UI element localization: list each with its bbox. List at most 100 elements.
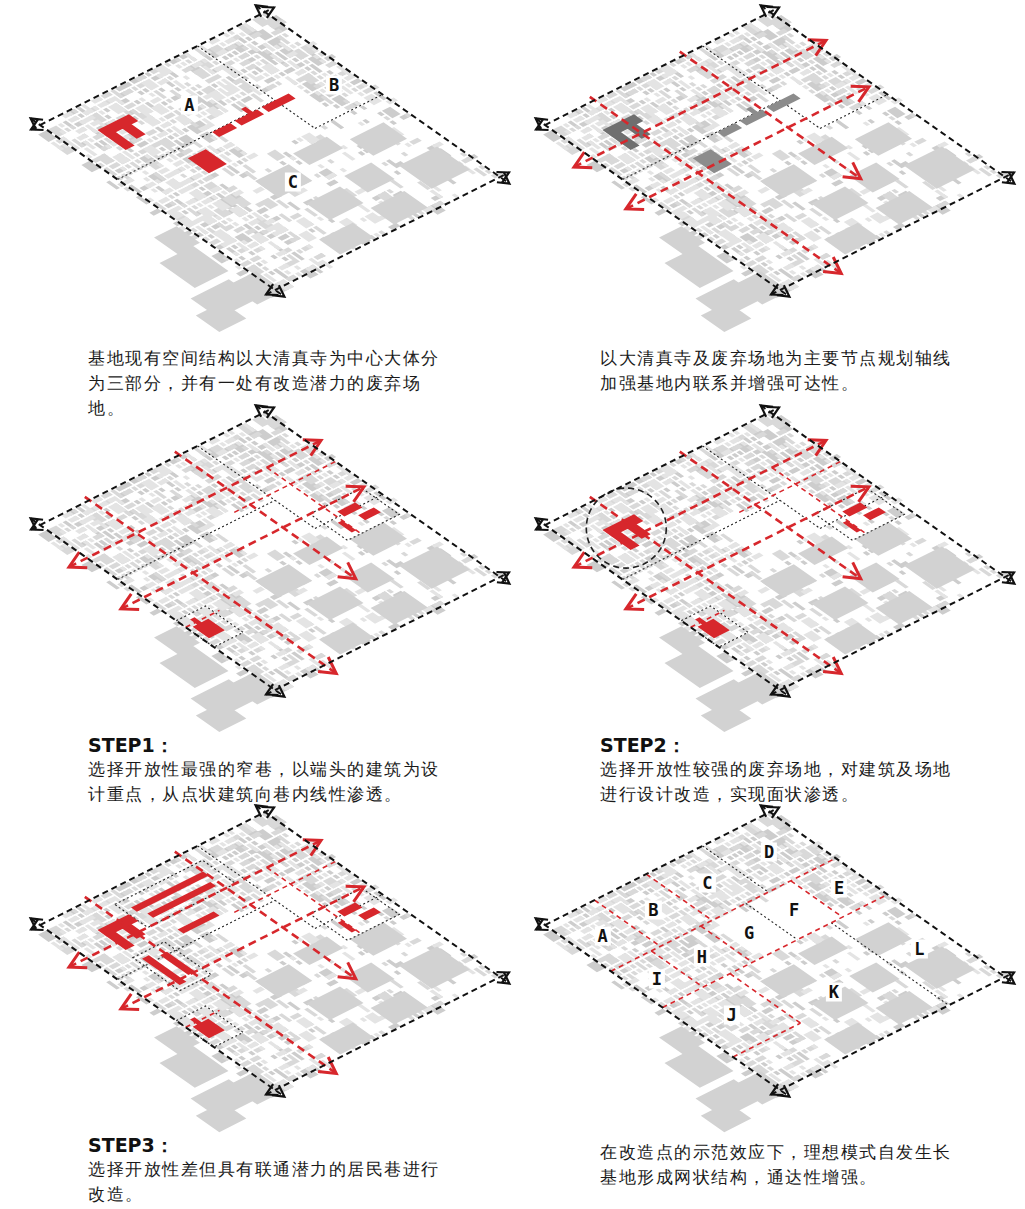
lane-line	[267, 468, 361, 534]
arrow-head	[31, 518, 43, 529]
arrow-head	[346, 886, 364, 902]
lane-line	[186, 610, 220, 627]
planning-axis	[626, 87, 869, 209]
zone-letter: A	[594, 926, 610, 945]
site-boundary-arrow	[256, 805, 510, 983]
site-boundary-arrow	[31, 807, 274, 929]
arrow-head	[69, 952, 87, 968]
zone-divider	[703, 446, 821, 529]
zone-divider	[118, 900, 275, 979]
panel-map	[536, 805, 1015, 1132]
arrow-head	[808, 440, 826, 456]
zone-divider	[623, 500, 781, 579]
caption-text: 选择开放性差但具有联通潜力的居民巷进行改造。	[88, 1157, 444, 1207]
zone-letter: E	[831, 878, 847, 897]
arrow-head	[261, 407, 274, 418]
focus-box	[815, 488, 904, 540]
site-boundary-arrow	[536, 518, 790, 696]
arrow-head	[121, 594, 139, 610]
arrow-head	[261, 807, 274, 818]
arrow-head	[303, 840, 321, 856]
zone-letter: G	[741, 923, 757, 942]
arrow-head	[761, 805, 773, 816]
arrow-head	[496, 572, 509, 583]
arrow-head	[261, 7, 274, 18]
existing-building	[693, 94, 801, 174]
arrow-head	[31, 919, 44, 930]
arrow-head	[761, 405, 773, 416]
lane-line	[663, 895, 888, 1008]
lane-line	[691, 610, 725, 627]
panel-map	[31, 805, 510, 1132]
site-boundary-arrow	[536, 407, 779, 529]
lane-line	[730, 974, 801, 1024]
arrow-head	[31, 119, 44, 130]
arrow-head	[1001, 572, 1014, 583]
arrow-head	[777, 285, 789, 296]
step-heading: STEP3：	[88, 1133, 174, 1157]
arrow-head	[256, 805, 268, 816]
arrow-head	[318, 657, 336, 673]
site-boundary-arrow	[266, 172, 509, 294]
site-boundary-arrow	[771, 572, 1014, 694]
planning-axis	[590, 97, 841, 274]
zone-divider	[831, 923, 949, 1006]
step-heading: STEP1：	[88, 733, 174, 757]
arrow-head	[272, 685, 284, 696]
site-boundary-arrow	[31, 518, 285, 696]
site-boundary-arrow	[536, 7, 779, 129]
arrow-head	[496, 172, 509, 183]
arrow-head	[69, 552, 87, 568]
zone-letter: D	[761, 843, 777, 862]
planning-axis	[175, 452, 356, 579]
arrow-head	[1001, 972, 1014, 983]
site-boundary-arrow	[256, 5, 510, 183]
planning-axis	[574, 440, 826, 567]
arrow-head	[272, 1085, 284, 1096]
site-boundary-arrow	[256, 405, 510, 583]
zone-letter: C	[699, 874, 715, 893]
planning-axis	[626, 487, 869, 609]
zone-letter: B	[645, 901, 661, 920]
arrow-head	[272, 285, 284, 296]
arrow-head	[1001, 172, 1014, 183]
arrow-head	[31, 918, 43, 929]
zone-divider	[198, 446, 316, 529]
arrow-head	[346, 486, 364, 502]
arrow-head	[536, 918, 548, 929]
zone-letter: B	[326, 75, 342, 94]
site-boundary-arrow	[771, 172, 1014, 294]
planning-axis	[590, 497, 841, 674]
site-boundary-arrow	[761, 805, 1015, 983]
planning-axis	[574, 40, 826, 167]
planning-axis	[175, 852, 356, 979]
planning-axis	[680, 452, 861, 579]
arrow-head	[121, 994, 139, 1010]
existing-building	[603, 114, 651, 150]
panel-map	[536, 405, 1015, 732]
panel-map	[31, 405, 510, 732]
arrow-head	[31, 118, 43, 129]
arrow-head	[766, 7, 779, 18]
site-boundary-arrow	[761, 5, 1015, 183]
arrow-head	[303, 440, 321, 456]
arrow-head	[626, 594, 644, 610]
arrow-head	[851, 86, 869, 102]
zone-letter: I	[649, 970, 665, 989]
arrow-head	[823, 657, 841, 673]
site-boundary-arrow	[31, 918, 285, 1096]
zone-letter: K	[826, 983, 842, 1002]
panel-map	[31, 5, 510, 332]
arrow-head	[536, 518, 548, 529]
arrow-head	[777, 685, 789, 696]
site-boundary-arrow	[266, 972, 509, 1094]
caption-text: 以大清真寺及废弃场地为主要节点规划轴线加强基地内联系并增强可达性。	[600, 346, 956, 396]
arrow-head	[777, 1085, 789, 1096]
planning-axis	[85, 497, 336, 674]
arrow-head	[256, 405, 268, 416]
planning-axis	[85, 897, 336, 1074]
arrow-head	[536, 519, 549, 530]
arrow-head	[496, 972, 509, 983]
planning-axis	[69, 840, 321, 967]
